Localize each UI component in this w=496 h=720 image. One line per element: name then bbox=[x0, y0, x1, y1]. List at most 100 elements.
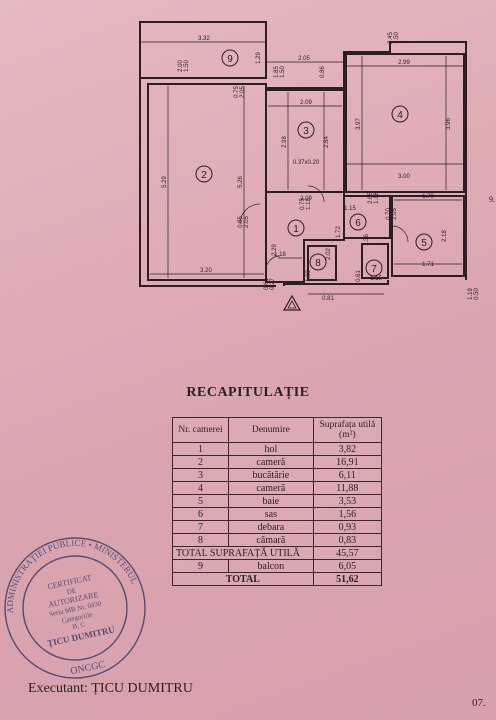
cell-nr: 2 bbox=[171, 455, 230, 469]
dim-label: 1.50 bbox=[394, 32, 400, 44]
header-nr: Nr. camerei bbox=[171, 417, 230, 443]
room-number-9: 9 bbox=[227, 54, 233, 65]
cell-name: bucătărie bbox=[228, 468, 314, 482]
cell-area: 11,88 bbox=[312, 481, 383, 495]
room-4-outline bbox=[345, 53, 465, 193]
dim-label: 1.71 bbox=[422, 262, 434, 268]
room-circle-1 bbox=[287, 219, 305, 237]
stamp-line2: DE bbox=[66, 586, 77, 596]
dim-label: 0.50 bbox=[474, 288, 480, 300]
room-number-1: 1 bbox=[293, 224, 299, 235]
door-swing bbox=[391, 225, 409, 243]
room-circle-4 bbox=[391, 105, 409, 123]
cell-area: 6,05 bbox=[312, 559, 383, 573]
entrance-marker-inner bbox=[287, 300, 297, 309]
total-util-row: TOTAL SUPRAFAȚĂ UTILĂ 45,57 bbox=[172, 546, 383, 560]
dim-label: 0.70 bbox=[386, 208, 392, 220]
total-value: 51,62 bbox=[312, 572, 383, 586]
dim-label: 1.72 bbox=[336, 226, 342, 238]
cell-area: 16,91 bbox=[312, 455, 383, 469]
dim-label: 0.37x0.20 bbox=[293, 160, 320, 166]
header-area: Suprafața utilă (m²) bbox=[312, 417, 383, 443]
dim-label: 2.05 bbox=[240, 86, 246, 98]
dim-label: 2.00 bbox=[178, 60, 184, 72]
cell-area: 3,82 bbox=[312, 442, 383, 456]
room-circle-2 bbox=[195, 165, 213, 183]
dim-label: 3.20 bbox=[200, 268, 212, 274]
cell-name: debara bbox=[228, 520, 314, 534]
dim-label: 2.45 bbox=[388, 32, 394, 44]
dim-label: 1.19 bbox=[468, 288, 474, 300]
cell-nr: 6 bbox=[171, 507, 230, 521]
cell-area: 3,53 bbox=[312, 494, 383, 508]
dim-label: 1.50 bbox=[280, 66, 286, 78]
door-swing bbox=[239, 203, 261, 225]
dim-label: 2.05 bbox=[244, 216, 250, 228]
room-number-2: 2 bbox=[201, 170, 207, 181]
dim-label: 1.18 bbox=[274, 252, 286, 258]
page-number: 07. bbox=[472, 697, 486, 709]
dim-label: 3.32 bbox=[198, 36, 210, 42]
room-number-8: 8 bbox=[315, 258, 321, 269]
dim-label: 5.26 bbox=[238, 176, 244, 188]
room-7-outline bbox=[361, 243, 389, 279]
door-swing bbox=[265, 255, 281, 271]
cell-name: hol bbox=[228, 442, 314, 456]
table-header-row: Nr. camerei Denumire Suprafața utilă (m²… bbox=[171, 417, 383, 443]
dim-label: 0.61 bbox=[264, 278, 270, 290]
authorization-stamp: ADMINISTRAȚIEI PUBLICE • MINISTERUL CERT… bbox=[0, 528, 146, 679]
room-circle-9 bbox=[221, 49, 239, 67]
door-swing bbox=[307, 185, 325, 203]
dim-label: 2.65 bbox=[368, 192, 374, 204]
floor-plan: 9 2 3 4 1 6 5 8 7 3.32 2.05 2.99 2.09 2.… bbox=[139, 21, 480, 311]
cell-name: cameră bbox=[228, 481, 314, 495]
cell-nr: 1 bbox=[171, 442, 230, 456]
recap-title: RECAPITULAȚIE bbox=[186, 385, 310, 400]
dim-label: 3.97 bbox=[356, 118, 362, 130]
cell-nr: 8 bbox=[171, 533, 230, 547]
room-5-outline bbox=[391, 195, 465, 277]
cell-area: 6,11 bbox=[312, 468, 383, 482]
cell-nr: 5 bbox=[171, 494, 230, 508]
room-number-7: 7 bbox=[371, 264, 377, 275]
room-circle-6 bbox=[349, 213, 367, 231]
room-8-outline bbox=[307, 245, 337, 281]
dim-label: 2.18 bbox=[442, 230, 448, 242]
room-circle-5 bbox=[415, 233, 433, 251]
room-circle-3 bbox=[297, 121, 315, 139]
entrance-marker bbox=[282, 294, 302, 311]
dim-label: 1.18 bbox=[374, 192, 380, 204]
dim-label: 3.00 bbox=[398, 174, 410, 180]
room-number-6: 6 bbox=[355, 218, 361, 229]
cell-name: balcon bbox=[228, 559, 314, 573]
dim-label: 2.05 bbox=[392, 208, 398, 220]
dim-label: 1.29 bbox=[256, 52, 262, 64]
total-row: TOTAL 51,62 bbox=[172, 572, 383, 586]
room-number-4: 4 bbox=[397, 110, 403, 121]
dim-label: 2.09 bbox=[300, 196, 312, 202]
cell-name: sas bbox=[228, 507, 314, 521]
dim-label: 2.02 bbox=[326, 248, 332, 260]
outer-wall bbox=[139, 41, 467, 287]
balcony-outline bbox=[139, 21, 267, 79]
dim-label: 1.85 bbox=[274, 66, 280, 78]
dim-label: 0.27 bbox=[270, 278, 276, 290]
room-6-outline bbox=[343, 195, 391, 239]
room-circle-8 bbox=[309, 253, 327, 271]
total-util-label: TOTAL SUPRAFAȚĂ UTILĂ bbox=[172, 546, 314, 560]
room-number-3: 3 bbox=[303, 126, 309, 137]
dim-label: 0.75 bbox=[234, 86, 240, 98]
room-circle-7 bbox=[365, 259, 383, 277]
cell-area: 1,56 bbox=[312, 507, 383, 521]
executant-signature-line: Executant: ȚICU DUMITRU bbox=[28, 681, 193, 696]
stamp-line6: B, C bbox=[72, 620, 87, 631]
